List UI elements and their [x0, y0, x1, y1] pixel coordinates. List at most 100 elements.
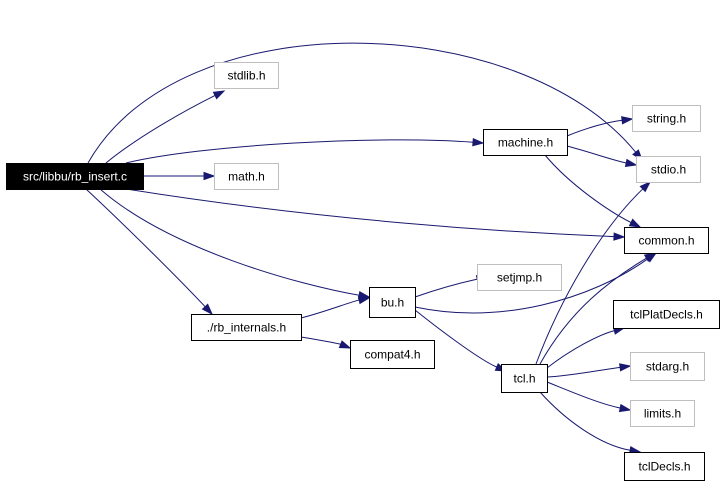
node-box[interactable] [636, 156, 701, 183]
node-box[interactable] [630, 400, 695, 427]
edge-rb_insert-to-math [142, 171, 216, 181]
node-box[interactable] [632, 105, 701, 132]
edge-bu-to-setjmp [414, 275, 489, 298]
edge-line [85, 188, 206, 308]
node-box[interactable] [369, 287, 416, 318]
edge-line [566, 145, 627, 164]
edge-arrowhead [619, 363, 632, 372]
edge-line [414, 309, 497, 368]
edges-layer [85, 42, 658, 455]
node-box[interactable] [191, 314, 302, 341]
node-compat4[interactable]: compat4.h [350, 340, 435, 369]
node-box[interactable] [6, 163, 144, 190]
edge-arrowhead [212, 90, 226, 100]
edge-tcl-to-stdio [535, 180, 652, 365]
node-label: stdarg.h [646, 360, 689, 374]
node-rb_internals[interactable]: ./rb_internals.h [191, 314, 302, 341]
node-stdlib[interactable]: stdlib.h [214, 62, 279, 89]
edge-arrowhead [621, 116, 634, 125]
edge-line [300, 336, 341, 345]
node-box[interactable] [501, 364, 548, 393]
node-box[interactable] [214, 163, 279, 190]
node-label: limits.h [644, 407, 681, 421]
edge-rb_insert-to-bu [99, 188, 371, 300]
edge-rb_internals-to-compat4 [300, 336, 352, 349]
edge-line [539, 257, 647, 365]
edge-line [539, 391, 631, 451]
node-machine[interactable]: machine.h [483, 129, 568, 156]
edge-arrowhead [613, 232, 626, 241]
node-box[interactable] [613, 300, 720, 329]
node-label: ./rb_internals.h [207, 321, 286, 335]
node-label: tcl.h [513, 372, 535, 386]
node-label: math.h [228, 170, 265, 184]
edge-line [546, 330, 615, 369]
edge-line [125, 188, 615, 238]
edge-line [546, 366, 621, 378]
edge-line [414, 278, 478, 298]
edge-arrowhead [203, 171, 216, 181]
node-label: bu.h [381, 296, 404, 310]
node-label: tclDecls.h [638, 460, 690, 474]
edge-line [414, 258, 649, 314]
edge-tcl-to-tclDecls [539, 391, 642, 455]
edge-machine-to-stdio [566, 145, 638, 167]
node-box[interactable] [350, 340, 435, 369]
node-limits[interactable]: limits.h [630, 400, 695, 427]
edge-line [546, 381, 621, 409]
node-stdarg[interactable]: stdarg.h [630, 352, 705, 381]
edge-machine-to-common [544, 154, 642, 228]
edge-line [300, 299, 360, 319]
edge-rb_insert-to-rb_internals [85, 188, 214, 316]
node-common[interactable]: common.h [624, 227, 709, 254]
node-box[interactable] [214, 62, 279, 89]
node-math[interactable]: math.h [214, 163, 279, 190]
node-label: machine.h [498, 136, 553, 150]
node-rb_insert[interactable]: src/libbu/rb_insert.c [6, 163, 144, 190]
edge-line [87, 42, 637, 164]
node-tclDecls[interactable]: tclDecls.h [624, 452, 705, 481]
node-string[interactable]: string.h [632, 105, 701, 132]
node-box[interactable] [624, 452, 705, 481]
edge-rb_internals-to-bu [300, 296, 371, 319]
node-setjmp[interactable]: setjmp.h [477, 264, 562, 291]
node-tcl[interactable]: tcl.h [501, 364, 548, 393]
node-box[interactable] [630, 352, 705, 381]
edge-line [99, 188, 360, 296]
edge-arrowhead [639, 180, 652, 193]
edge-tcl-to-limits [546, 381, 632, 413]
node-bu[interactable]: bu.h [369, 287, 416, 318]
edge-tcl-to-tclPlatDecls [546, 326, 626, 369]
node-box[interactable] [477, 264, 562, 291]
edge-arrowhead [338, 340, 352, 349]
node-box[interactable] [483, 129, 568, 156]
edge-arrowhead [201, 303, 214, 316]
node-tclPlatDecls[interactable]: tclPlatDecls.h [613, 300, 720, 329]
edge-line [125, 139, 474, 164]
node-box[interactable] [624, 227, 709, 254]
edge-line [544, 154, 632, 223]
edge-arrowhead [628, 218, 642, 228]
edge-tcl-to-stdarg [546, 363, 632, 378]
node-label: stdlib.h [227, 69, 265, 83]
edge-arrowhead [618, 403, 632, 413]
edge-tcl-to-common [539, 252, 657, 365]
edge-rb_insert-to-machine [125, 137, 485, 164]
edge-rb_insert-to-common [125, 188, 626, 241]
node-label: setjmp.h [497, 271, 542, 285]
edge-machine-to-string [566, 116, 634, 137]
node-label: common.h [638, 234, 694, 248]
edge-line [566, 119, 623, 137]
node-label: src/libbu/rb_insert.c [23, 170, 127, 184]
edge-arrowhead [624, 158, 638, 167]
edge-arrowhead [643, 252, 657, 263]
edge-line [535, 188, 644, 365]
node-stdio[interactable]: stdio.h [636, 156, 701, 183]
edge-arrowhead [472, 137, 485, 147]
node-label: string.h [647, 112, 686, 126]
node-label: stdio.h [651, 163, 686, 177]
node-label: tclPlatDecls.h [630, 308, 703, 322]
node-label: compat4.h [364, 348, 420, 362]
edge-rb_insert-to-stdlib [105, 90, 226, 164]
